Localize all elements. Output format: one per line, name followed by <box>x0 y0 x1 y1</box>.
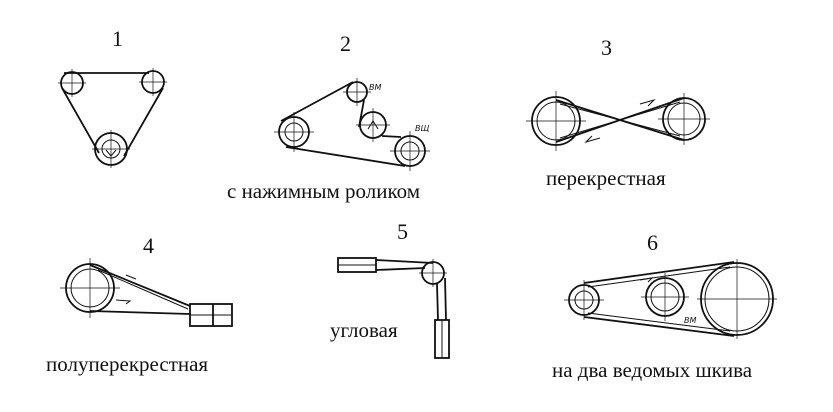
diagram-3-number: 3 <box>601 35 612 60</box>
diagram-5-caption: угловая <box>330 318 398 342</box>
diagram-4-number: 4 <box>143 233 154 258</box>
diagram-2-drawing: ВМ ВЩ <box>274 78 430 171</box>
diagram-1-drawing <box>58 68 167 168</box>
diagram-2: 2 ВМ ВЩ с нажимным роликом <box>227 31 430 203</box>
diagram-6-drawing: ВМ <box>564 259 777 339</box>
diagram-2-number: 2 <box>340 31 351 56</box>
diagram-6-caption: на два ведомых шкива <box>552 358 753 382</box>
diagram-4-drawing <box>60 258 233 327</box>
diagram-6-number: 6 <box>647 230 658 255</box>
diagram-2-caption: с нажимным роликом <box>227 179 420 203</box>
diagram-6-label-vm: ВМ <box>684 316 696 325</box>
diagram-1: 1 <box>58 26 167 168</box>
diagram-3: 3 перекрестная <box>526 35 710 190</box>
diagram-3-caption: перекрестная <box>546 166 666 190</box>
diagram-3-drawing <box>526 91 710 151</box>
diagram-5-drawing <box>337 257 450 359</box>
diagram-6: 6 ВМ на два ведомых шкива <box>552 230 777 382</box>
diagram-4-caption: полуперекрестная <box>46 352 208 376</box>
diagram-2-label-vm: ВМ <box>369 83 381 92</box>
diagram-4: 4 полуперекрестная <box>46 233 233 376</box>
diagram-5: 5 угловая <box>330 219 450 359</box>
diagram-5-number: 5 <box>397 219 408 244</box>
diagram-1-number: 1 <box>112 26 123 51</box>
diagram-2-label-vshch: ВЩ <box>415 124 429 133</box>
